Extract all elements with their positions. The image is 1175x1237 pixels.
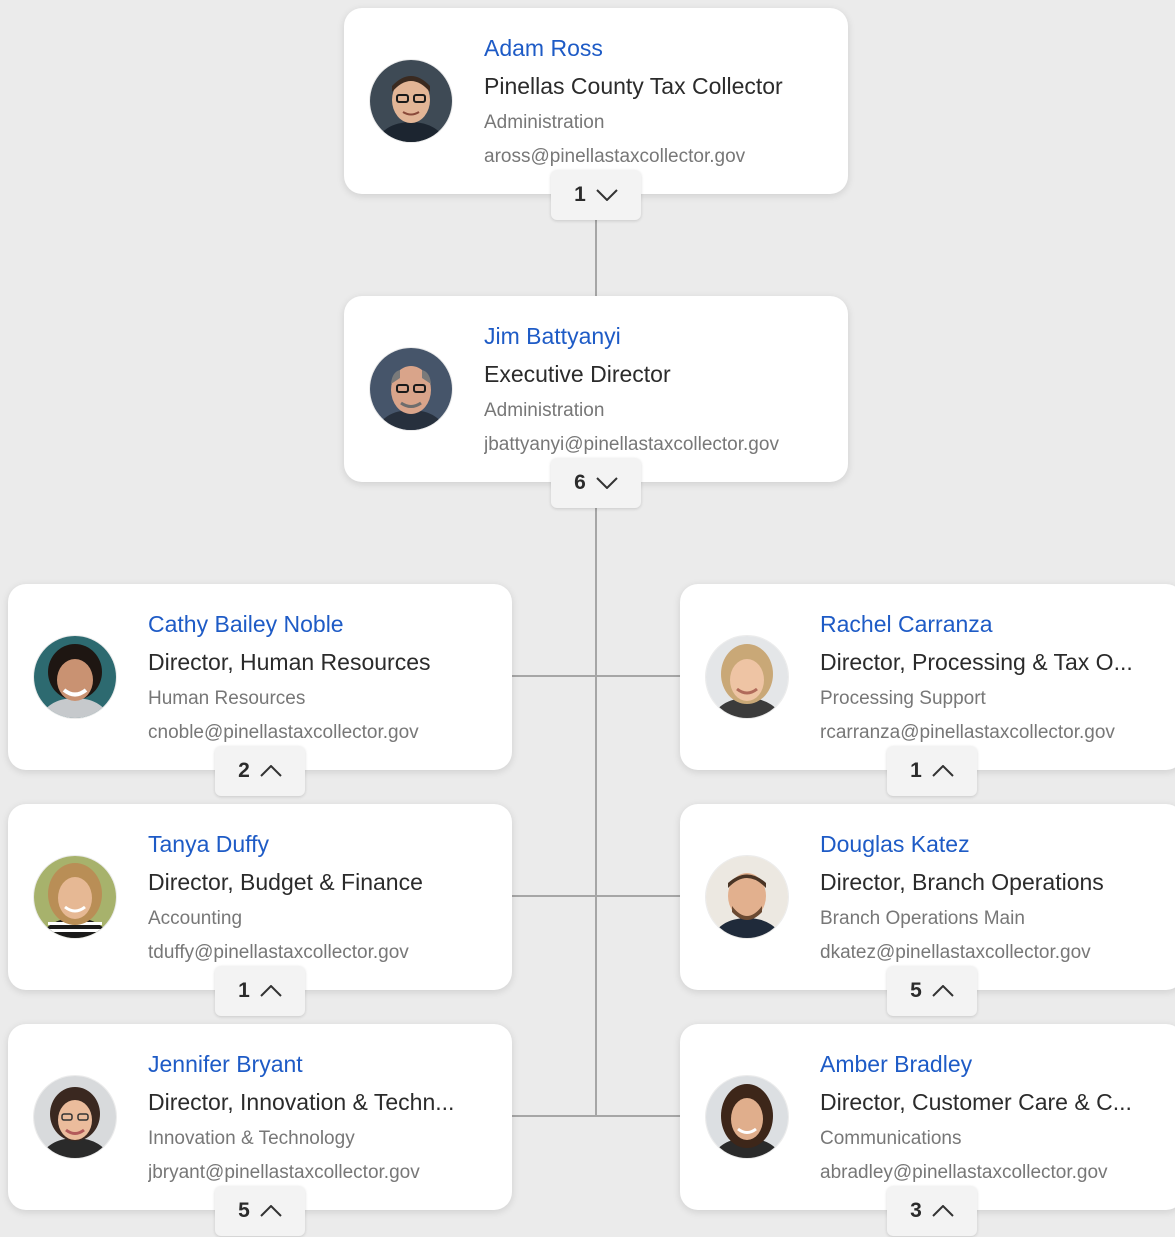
department: Innovation & Technology [148,1128,355,1149]
expand-toggle-button[interactable]: 1 [551,170,641,220]
direct-report-count: 1 [910,759,922,782]
avatar[interactable] [34,856,116,938]
job-title: Director, Customer Care & C... [820,1089,1132,1115]
chevron-down-icon [596,477,618,489]
avatar[interactable] [706,856,788,938]
avatar[interactable] [370,348,452,430]
job-title: Director, Branch Operations [820,869,1104,895]
person-name-link[interactable]: Adam Ross [484,35,603,61]
collapse-toggle-button[interactable]: 3 [887,1186,977,1236]
avatar-photo-icon [370,60,452,142]
connector-row3 [511,1115,681,1117]
chevron-up-icon [260,985,282,997]
avatar-photo-icon [34,1076,116,1158]
department: Administration [484,112,605,133]
avatar-photo-icon [706,1076,788,1158]
avatar-photo-icon [34,856,116,938]
connector-root-exec [595,194,597,296]
connector-trunk [595,482,597,1117]
person-name-link[interactable]: Amber Bradley [820,1051,973,1077]
expand-toggle-button[interactable]: 6 [551,458,641,508]
department: Branch Operations Main [820,908,1025,929]
person-name-link[interactable]: Jennifer Bryant [148,1051,303,1077]
person-name-link[interactable]: Cathy Bailey Noble [148,611,344,637]
job-title: Director, Budget & Finance [148,869,423,895]
email: jbattyanyi@pinellastaxcollector.gov [484,434,779,455]
direct-report-count: 6 [574,471,586,494]
direct-report-count: 5 [910,979,922,1002]
department: Human Resources [148,688,306,709]
avatar[interactable] [34,636,116,718]
department: Accounting [148,908,243,929]
chevron-down-icon [596,189,618,201]
org-card-report[interactable]: Douglas Katez Director, Branch Operation… [680,804,1175,1016]
job-title: Director, Processing & Tax O... [820,649,1133,675]
connector-row2 [511,895,681,897]
avatar[interactable] [370,60,452,142]
direct-report-count: 1 [238,979,250,1002]
email: dkatez@pinellastaxcollector.gov [820,942,1091,963]
direct-report-count: 2 [238,759,250,782]
email: abradley@pinellastaxcollector.gov [820,1162,1108,1183]
email: jbryant@pinellastaxcollector.gov [148,1162,420,1183]
collapse-toggle-button[interactable]: 5 [215,1186,305,1236]
department: Communications [820,1128,962,1149]
chevron-up-icon [932,985,954,997]
person-name-link[interactable]: Douglas Katez [820,831,970,857]
job-title: Pinellas County Tax Collector [484,73,783,99]
chevron-up-icon [932,1205,954,1217]
chevron-up-icon [932,765,954,777]
job-title: Director, Innovation & Techn... [148,1089,455,1115]
direct-report-count: 1 [574,183,586,206]
email: tduffy@pinellastaxcollector.gov [148,942,409,963]
org-card-report[interactable]: Cathy Bailey Noble Director, Human Resou… [8,584,512,796]
avatar-photo-icon [370,348,452,430]
department: Processing Support [820,688,986,709]
collapse-toggle-button[interactable]: 1 [215,966,305,1016]
email: rcarranza@pinellastaxcollector.gov [820,722,1115,743]
job-title: Executive Director [484,361,671,387]
email: aross@pinellastaxcollector.gov [484,146,746,167]
email: cnoble@pinellastaxcollector.gov [148,722,419,743]
collapse-toggle-button[interactable]: 5 [887,966,977,1016]
avatar-photo-icon [34,636,116,718]
org-card-report[interactable]: Amber Bradley Director, Customer Care & … [680,1024,1175,1236]
avatar[interactable] [34,1076,116,1158]
org-card-report[interactable]: Tanya Duffy Director, Budget & Finance A… [8,804,512,1016]
avatar-photo-icon [706,856,788,938]
connector-row1 [511,675,681,677]
avatar[interactable] [706,636,788,718]
person-name-link[interactable]: Tanya Duffy [148,831,270,857]
avatar[interactable] [706,1076,788,1158]
direct-report-count: 5 [238,1199,250,1222]
avatar-photo-icon [706,636,788,718]
chevron-up-icon [260,1205,282,1217]
org-card-report[interactable]: Rachel Carranza Director, Processing & T… [680,584,1175,796]
collapse-toggle-button[interactable]: 2 [215,746,305,796]
department: Administration [484,400,605,421]
org-card-report[interactable]: Jennifer Bryant Director, Innovation & T… [8,1024,512,1236]
job-title: Director, Human Resources [148,649,431,675]
org-card-exec[interactable]: Jim Battyanyi Executive Director Adminis… [344,296,848,508]
org-card-root[interactable]: Adam Ross Pinellas County Tax Collector … [344,8,848,220]
direct-report-count: 3 [910,1199,922,1222]
chevron-up-icon [260,765,282,777]
collapse-toggle-button[interactable]: 1 [887,746,977,796]
person-name-link[interactable]: Jim Battyanyi [484,323,621,349]
person-name-link[interactable]: Rachel Carranza [820,611,993,637]
